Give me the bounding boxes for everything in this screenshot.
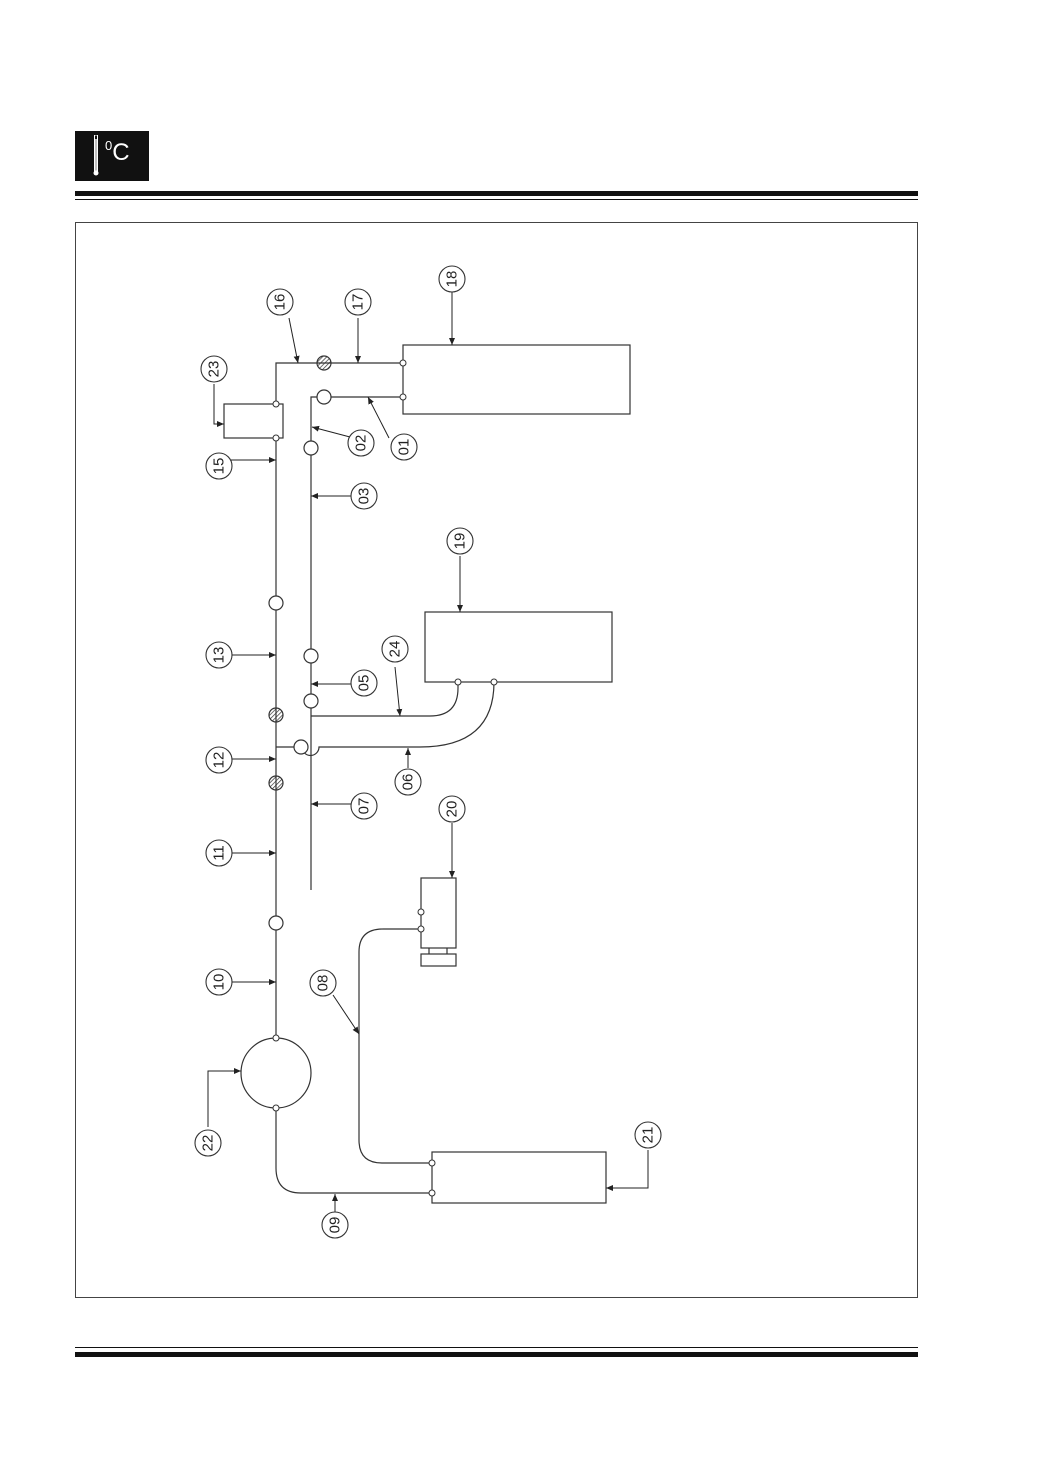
pipe-24	[311, 682, 459, 717]
callout-11: 11	[205, 839, 233, 867]
pipe-16	[275, 362, 403, 404]
diagram-frame	[75, 222, 918, 1298]
unit-label: 0C	[105, 138, 130, 166]
callout-label: 10	[211, 974, 228, 991]
callout-10: 10	[205, 968, 233, 996]
callout-label: 08	[315, 975, 332, 992]
fitting-hatched	[268, 775, 284, 791]
footer-rule-thick	[75, 1352, 918, 1357]
callout-15: 15	[205, 452, 233, 480]
component-18-box	[402, 344, 631, 415]
callout-label: 06	[400, 774, 417, 791]
callout-label: 22	[200, 1135, 217, 1152]
callout-label: 07	[356, 798, 373, 815]
callout-label: 13	[211, 647, 228, 664]
fitting-open	[268, 915, 284, 931]
callout-19: 19	[446, 527, 474, 555]
component-20-knob	[420, 953, 457, 967]
fitting-open	[303, 440, 319, 456]
callout-24: 24	[381, 635, 409, 663]
callout-17: 17	[344, 288, 372, 316]
callout-label: 20	[444, 801, 461, 818]
header-rule-thick	[75, 191, 918, 196]
fitting-open	[303, 648, 319, 664]
callout-label: 12	[211, 752, 228, 769]
callout-label: 19	[452, 533, 469, 550]
fitting-hatched	[268, 707, 284, 723]
callout-01: 01	[390, 433, 418, 461]
callout-label: 11	[211, 845, 228, 861]
callout-label: 17	[350, 294, 367, 311]
callout-label: 21	[640, 1127, 657, 1144]
callout-12: 12	[205, 746, 233, 774]
thermometer-badge: 0C	[75, 131, 149, 181]
callout-16: 16	[266, 288, 294, 316]
pipe-09	[275, 1108, 432, 1194]
callout-05: 05	[350, 669, 378, 697]
callout-label: 05	[356, 675, 373, 692]
callout-20: 20	[438, 795, 466, 823]
callout-13: 13	[205, 641, 233, 669]
callout-07: 07	[350, 792, 378, 820]
callout-22: 22	[194, 1129, 222, 1157]
fitting-open	[316, 389, 332, 405]
callout-label: 23	[206, 361, 223, 378]
callout-06: 06	[394, 768, 422, 796]
callout-02: 02	[347, 429, 375, 457]
callout-label: 18	[444, 271, 461, 288]
callout-18: 18	[438, 265, 466, 293]
callout-label: 09	[327, 1217, 344, 1234]
callout-23: 23	[200, 355, 228, 383]
fitting-open	[268, 595, 284, 611]
callout-21: 21	[634, 1121, 662, 1149]
callout-label: 16	[272, 294, 289, 311]
component-22-tank	[240, 1037, 312, 1109]
thermometer-icon	[93, 135, 99, 176]
component-21-box	[431, 1151, 607, 1204]
fitting-hatched	[316, 355, 332, 371]
pipe-08	[358, 928, 432, 1164]
callout-label: 01	[396, 439, 413, 456]
footer-rule-thin	[75, 1347, 918, 1348]
component-20-box	[420, 877, 457, 949]
callout-label: 24	[387, 641, 404, 658]
callout-label: 02	[353, 435, 370, 452]
callout-09: 09	[321, 1211, 349, 1239]
callout-label: 15	[211, 458, 228, 475]
fitting-open	[293, 739, 309, 755]
component-23-box	[223, 403, 284, 439]
fitting-open	[303, 693, 319, 709]
pipe-06	[301, 681, 495, 757]
header-rule-thin	[75, 199, 918, 200]
callout-03: 03	[350, 482, 378, 510]
component-19-box	[424, 611, 613, 683]
callout-08: 08	[309, 969, 337, 997]
callout-label: 03	[356, 488, 373, 505]
